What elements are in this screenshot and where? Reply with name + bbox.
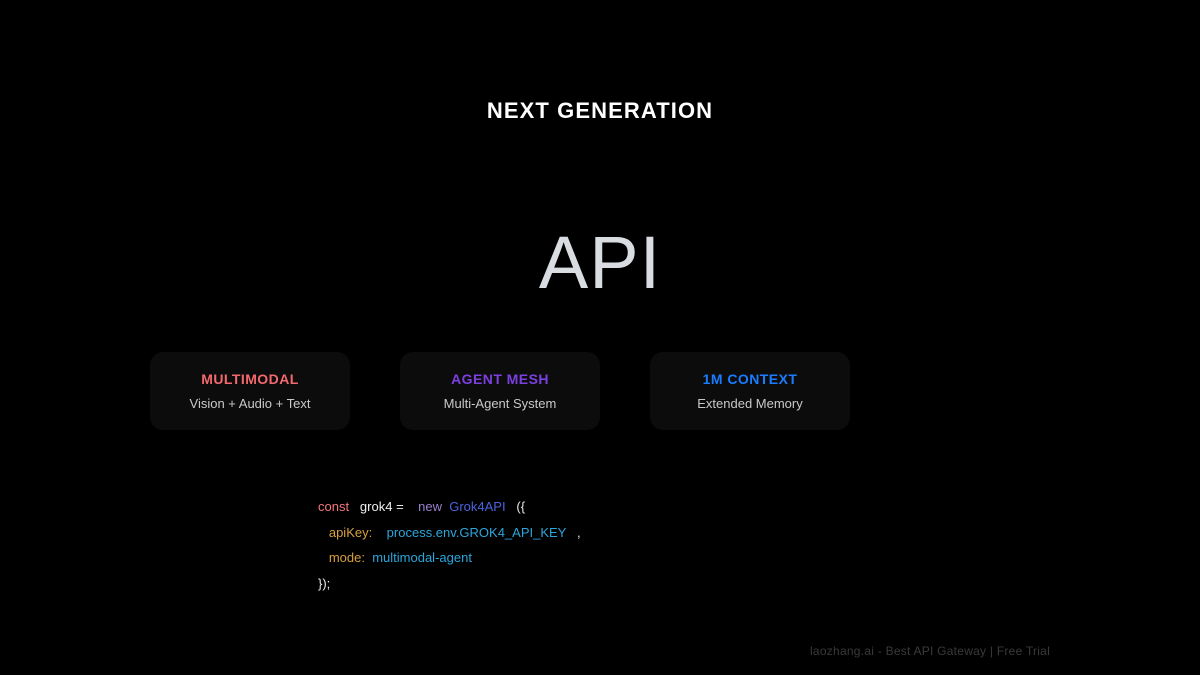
code-line: const grok4 = new Grok4API ({ (318, 494, 878, 520)
code-token-plain (372, 525, 386, 540)
code-line: mode: multimodal-agent (318, 545, 878, 571)
code-token-punct: , (576, 524, 581, 540)
code-token-new: new (418, 499, 442, 514)
code-token-plain (566, 525, 577, 540)
code-token-punct: ({ (516, 499, 526, 514)
code-token-plain: }); (318, 575, 331, 591)
code-token-kw: const (318, 499, 350, 514)
code-token-str: multimodal-agent (372, 550, 472, 565)
code-token-val: process.env.GROK4_API_KEY (386, 524, 567, 540)
code-line: apiKey: process.env.GROK4_API_KEY , (318, 520, 878, 546)
code-token-cls: Grok4API (449, 499, 506, 514)
code-line: }); (318, 571, 878, 597)
code-token-plain (318, 525, 329, 540)
feature-card-title: 1M CONTEXT (702, 371, 798, 387)
feature-card-title: MULTIMODAL (201, 371, 299, 387)
code-token-op: = (396, 499, 404, 514)
code-token-plain (506, 499, 517, 514)
feature-card[interactable]: MULTIMODAL Vision + Audio + Text (150, 352, 350, 430)
code-token-prop: mode: (328, 550, 365, 565)
code-token-plain (318, 550, 329, 565)
feature-card-subtitle: Vision + Audio + Text (189, 396, 311, 411)
feature-card-title: AGENT MESH (451, 371, 549, 387)
code-token-prop: apiKey: (328, 524, 373, 540)
code-token-plain (349, 499, 360, 514)
code-token-var: grok4 (359, 499, 393, 514)
hero-title: API (538, 221, 662, 304)
code-snippet: const grok4 = new Grok4API ({ apiKey: pr… (318, 494, 878, 596)
footer-attribution: laozhang.ai - Best API Gateway | Free Tr… (810, 644, 1050, 658)
feature-card[interactable]: AGENT MESH Multi-Agent System (400, 352, 600, 430)
feature-card[interactable]: 1M CONTEXT Extended Memory (650, 352, 850, 430)
kicker-text: NEXT GENERATION (486, 98, 714, 123)
code-token-plain (404, 499, 418, 514)
feature-card-subtitle: Multi-Agent System (443, 396, 557, 411)
feature-card-row: MULTIMODAL Vision + Audio + Text AGENT M… (150, 352, 1050, 430)
feature-card-subtitle: Extended Memory (697, 396, 803, 411)
